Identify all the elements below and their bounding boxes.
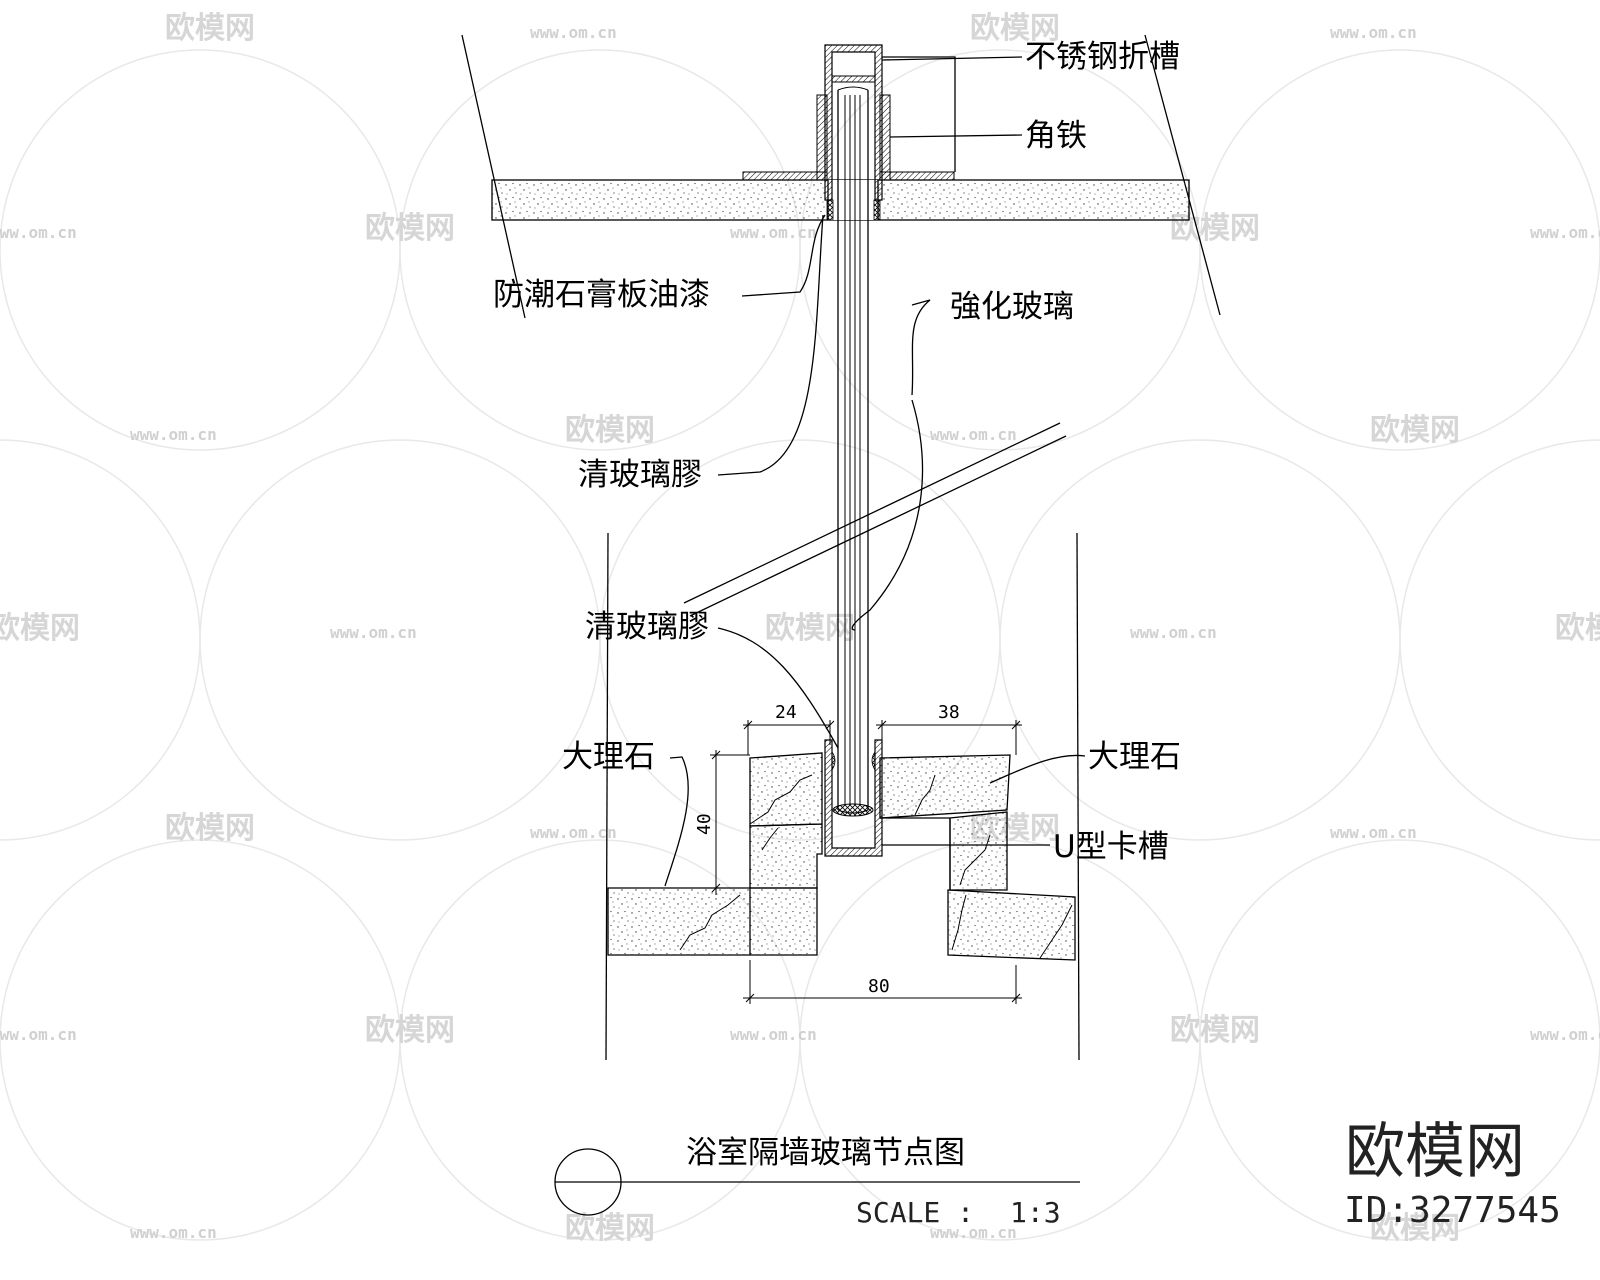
dim-height: 40 — [694, 813, 715, 835]
u-channel — [824, 739, 883, 857]
watermark-brand: 欧模网 — [565, 1211, 655, 1246]
watermark-url: www.om.cn — [130, 1223, 217, 1242]
watermark-brand: 欧模网 — [1370, 413, 1460, 448]
watermark-arc — [1199, 49, 1600, 451]
watermark-url: www.om.cn — [130, 425, 217, 444]
ceiling-gypsum-board — [491, 179, 1190, 221]
watermark-url: www.om.cn — [730, 1025, 817, 1044]
dim-left-top: 24 — [775, 702, 797, 723]
brand-id: ID:3277545 — [1344, 1190, 1561, 1231]
watermark-arc — [1199, 839, 1600, 1241]
label-clear-sealant-2: 清玻璃膠 — [585, 609, 709, 645]
scale-label: SCALE : — [856, 1196, 974, 1229]
drawing-title: 浴室隔墙玻璃节点图 — [686, 1135, 965, 1171]
diagonal-rail — [683, 422, 1067, 617]
stainless-channel — [824, 44, 883, 221]
watermark-brand: 欧模网 — [1370, 1211, 1460, 1246]
dim-bottom: 80 — [868, 976, 890, 997]
marble-right — [879, 754, 1076, 961]
angle-iron — [742, 94, 955, 181]
watermark-url: www.om.cn — [330, 623, 417, 642]
watermark-arc — [399, 49, 801, 451]
label-u-channel: U型卡槽 — [1053, 829, 1169, 865]
leader-lines — [664, 56, 1086, 887]
watermark-brand: 欧模网 — [165, 11, 255, 46]
watermark-brand: 欧模网 — [1555, 611, 1600, 646]
watermark-brand: 欧模网 — [765, 611, 855, 646]
label-stainless-channel: 不锈钢折槽 — [1025, 39, 1180, 75]
watermark-brand: 欧模网 — [1170, 1013, 1260, 1048]
watermark-brand: 欧模网 — [0, 611, 80, 646]
watermark-brand: 欧模网 — [970, 11, 1060, 46]
watermark-url: www.om.cn — [1330, 23, 1417, 42]
watermark-brand: 欧模网 — [365, 211, 455, 246]
watermark-url: www.om.cn — [730, 223, 817, 242]
title-block — [554, 1148, 1080, 1216]
watermark-url: www.om.cn — [0, 223, 77, 242]
lower-wall-left — [605, 532, 609, 1061]
watermark-url: www.om.cn — [930, 425, 1017, 444]
label-gypsum-board: 防潮石膏板油漆 — [493, 277, 710, 313]
dim-right-top: 38 — [938, 702, 960, 723]
watermark-url: www.om.cn — [1530, 223, 1600, 242]
wall-line-right — [1144, 34, 1221, 316]
watermark-brand: 欧模网 — [565, 413, 655, 448]
watermark-arc — [0, 49, 401, 451]
watermark-url: www.om.cn — [1130, 623, 1217, 642]
label-clear-sealant-1: 清玻璃膠 — [578, 457, 702, 493]
watermark-url: www.om.cn — [530, 23, 617, 42]
label-marble-right: 大理石 — [1088, 739, 1181, 775]
watermark-url: www.om.cn — [0, 1025, 77, 1044]
label-tempered-glass: 強化玻璃 — [950, 289, 1074, 325]
dimension-lines — [710, 720, 1022, 1004]
scale-value: 1:3 — [1010, 1196, 1061, 1229]
marble-left — [607, 752, 823, 956]
lower-wall-right — [1076, 532, 1080, 1061]
label-angle-iron: 角铁 — [1025, 118, 1087, 154]
watermark-arc — [1399, 439, 1600, 841]
tempered-glass — [837, 86, 869, 814]
label-marble-left: 大理石 — [562, 739, 655, 775]
brand-logo-text: 欧模网 — [1345, 1117, 1525, 1187]
watermark-brand: 欧模网 — [165, 811, 255, 846]
watermark-url: www.om.cn — [930, 1223, 1017, 1242]
watermark-url: www.om.cn — [530, 823, 617, 842]
watermark-url: www.om.cn — [1330, 823, 1417, 842]
watermark-brand: 欧模网 — [365, 1013, 455, 1048]
wall-line-left — [461, 34, 526, 319]
watermark-url: www.om.cn — [1530, 1025, 1600, 1044]
